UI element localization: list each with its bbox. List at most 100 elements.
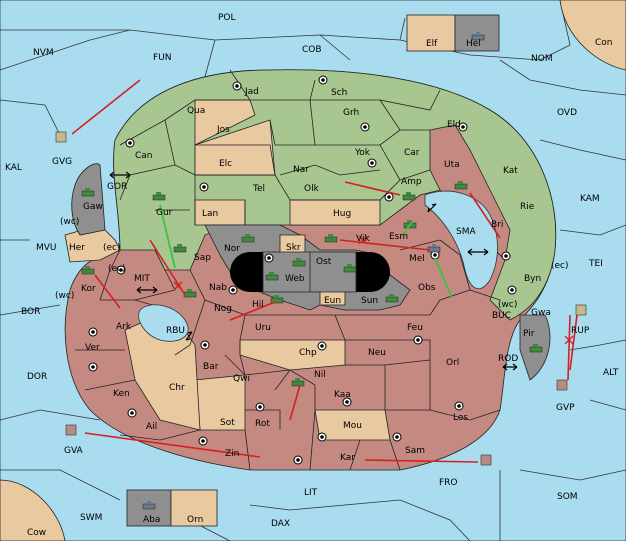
label-Ken: Ken xyxy=(113,389,130,399)
army-icon xyxy=(65,424,77,436)
label-Con: Con xyxy=(595,38,613,48)
region-RBU[interactable] xyxy=(138,304,189,342)
label-Bri: Bri xyxy=(491,220,503,230)
move-arrows xyxy=(71,79,578,463)
label-Uta: Uta xyxy=(444,160,460,170)
army-icon xyxy=(270,295,284,304)
army-icon xyxy=(454,181,468,190)
label-Car: Car xyxy=(404,148,420,158)
label-Her: Her xyxy=(69,243,85,253)
army-icon xyxy=(81,188,95,197)
region-Gaw[interactable] xyxy=(71,163,106,236)
label-wc2: (wc) xyxy=(55,291,74,301)
army-icon xyxy=(292,258,306,267)
label-Ail: Ail xyxy=(146,422,157,432)
region-Orn[interactable] xyxy=(170,489,218,527)
label-Eun: Eun xyxy=(324,296,341,306)
army-icon xyxy=(343,264,357,273)
label-NOM: NOM xyxy=(531,54,553,64)
army-icon xyxy=(265,272,279,281)
label-Chp: Chp xyxy=(299,348,317,358)
label-Olk: Olk xyxy=(304,184,320,194)
region-Elc[interactable] xyxy=(194,144,276,176)
army-icon xyxy=(55,131,67,143)
label-Elf: Elf xyxy=(426,39,438,49)
label-TEI: TEI xyxy=(588,259,603,269)
region-SMA[interactable] xyxy=(424,190,498,290)
label-Ost: Ost xyxy=(316,257,332,267)
label-Sch: Sch xyxy=(331,88,347,98)
label-BOR: BOR xyxy=(21,307,40,317)
label-Bar: Bar xyxy=(203,362,219,372)
label-ROD: ROD xyxy=(498,354,518,364)
region-Web-Ost[interactable] xyxy=(262,251,357,293)
label-Mel: Mel xyxy=(409,254,425,264)
army-icon xyxy=(324,234,338,243)
label-Orn: Orn xyxy=(187,515,203,525)
army-icon xyxy=(529,344,543,353)
label-Gur: Gur xyxy=(156,208,173,218)
label-Nar: Nar xyxy=(293,165,309,175)
label-wc3: (wc) xyxy=(498,300,517,310)
label-Yok: Yok xyxy=(354,148,371,158)
label-Gaw: Gaw xyxy=(83,202,103,212)
army-icon xyxy=(241,234,255,243)
label-COB: COB xyxy=(302,45,322,55)
label-NVM: NVM xyxy=(33,48,54,58)
label-Jos: Jos xyxy=(216,125,230,135)
label-FUN: FUN xyxy=(153,53,172,63)
label-Orl: Orl xyxy=(446,358,459,368)
region-labels: POL NVM FUN COB NOM Elf Hel Con Jad Sch … xyxy=(5,13,619,538)
label-Feu: Feu xyxy=(407,323,423,333)
label-Eld: Eld xyxy=(447,120,461,130)
label-Qua: Qua xyxy=(187,106,205,116)
label-SOM: SOM xyxy=(557,492,578,502)
label-Sun: Sun xyxy=(361,296,378,306)
army-icon xyxy=(81,266,95,275)
label-DAX: DAX xyxy=(271,519,290,529)
army-icon xyxy=(575,304,587,316)
label-Jad: Jad xyxy=(244,87,259,97)
label-Sap: Sap xyxy=(194,253,211,263)
label-GVG: GVG xyxy=(52,157,72,167)
support-lines xyxy=(159,204,453,299)
label-LIT: LIT xyxy=(304,488,318,498)
label-POL: POL xyxy=(218,13,236,23)
label-Web: Web xyxy=(285,274,305,284)
label-Amp: Amp xyxy=(401,177,422,187)
army-icon xyxy=(152,192,166,201)
army-icon xyxy=(556,379,568,391)
label-Rie: Rie xyxy=(520,202,535,212)
label-Sot: Sot xyxy=(220,418,235,428)
fleet-icon xyxy=(471,32,485,41)
label-Mou: Mou xyxy=(343,421,362,431)
label-Chr: Chr xyxy=(169,383,185,393)
army-icon xyxy=(291,378,305,387)
label-Skr: Skr xyxy=(286,243,301,253)
label-GOR: GOR xyxy=(107,182,127,192)
label-ec2: (ec) xyxy=(551,261,569,271)
label-Byn: Byn xyxy=(524,274,541,284)
label-MIT: MIT xyxy=(134,274,150,284)
dislodge-crosses xyxy=(173,235,574,345)
label-MVU: MVU xyxy=(36,243,57,253)
label-Aba: Aba xyxy=(143,515,160,525)
label-ec1: (ec) xyxy=(103,243,121,253)
label-Cow: Cow xyxy=(27,528,46,538)
label-DOR: DOR xyxy=(27,372,47,382)
label-Lan: Lan xyxy=(202,209,218,219)
label-Nog: Nog xyxy=(214,304,232,314)
label-Uru: Uru xyxy=(255,323,271,333)
label-Kor: Kor xyxy=(81,284,96,294)
label-Nor: Nor xyxy=(224,244,240,254)
label-Rot: Rot xyxy=(255,419,270,429)
label-Pir: Pir xyxy=(523,329,535,339)
units xyxy=(55,32,587,510)
fleet-icon xyxy=(142,501,156,510)
label-Ver: Ver xyxy=(85,343,100,353)
label-RUP: RUP xyxy=(571,326,590,336)
label-GVA: GVA xyxy=(64,446,84,456)
label-SWM: SWM xyxy=(80,513,102,523)
